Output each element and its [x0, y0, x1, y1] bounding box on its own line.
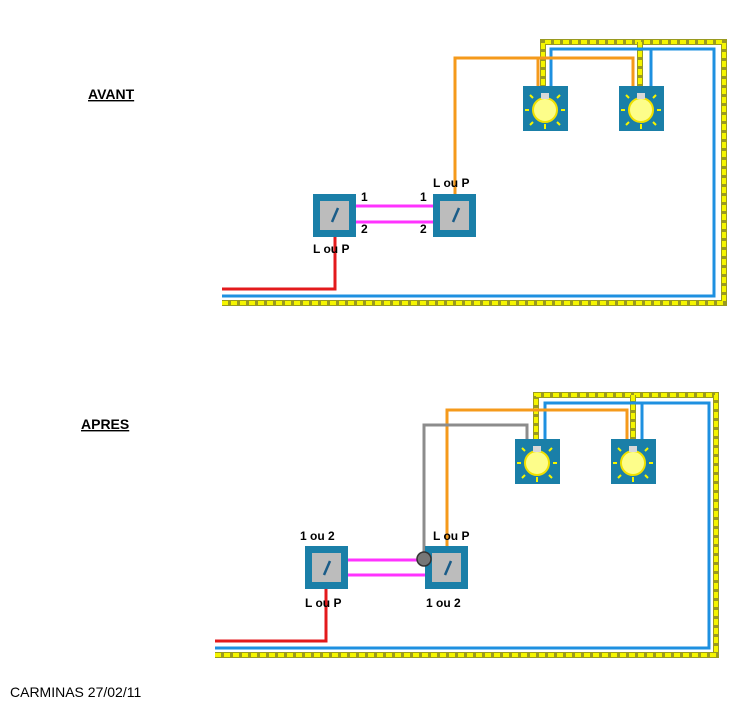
- avant-lamp-1: [523, 86, 568, 131]
- lamp-icon: [613, 446, 653, 482]
- apres-grey-wire: [422, 423, 529, 557]
- avant-traveler-wires: [355, 204, 433, 224]
- avant-switch-left: [313, 194, 356, 237]
- avant-terminal-2-right: 2: [420, 222, 427, 236]
- lamp-icon: [517, 446, 557, 482]
- avant-neutral-wire: [222, 47, 716, 298]
- lamp-icon: [525, 93, 565, 129]
- avant-lamp-2: [619, 86, 664, 131]
- avant-terminal-1-left: 1: [361, 190, 368, 204]
- apres-switch-left-bottom-label: L ou P: [305, 596, 341, 610]
- apres-switch-right-bottom-label: 1 ou 2: [426, 596, 461, 610]
- apres-section: APRES 1 ou 2: [81, 392, 719, 658]
- avant-terminal-2-left: 2: [361, 222, 368, 236]
- junction-dot-icon: [416, 551, 432, 567]
- avant-earth-wire: [222, 39, 727, 306]
- avant-title: AVANT: [88, 86, 135, 102]
- avant-switch-left-label: L ou P: [313, 242, 349, 256]
- avant-section: AVANT 1 2 1 2: [88, 39, 727, 306]
- apres-switch-right-top-label: L ou P: [433, 529, 469, 543]
- avant-return-wire: [453, 56, 635, 208]
- author-signature: CARMINAS 27/02/11: [10, 684, 141, 700]
- apres-neutral-wire: [215, 401, 711, 650]
- apres-switch-left: [305, 546, 348, 589]
- avant-terminal-1-right: 1: [420, 190, 427, 204]
- lamp-icon: [621, 93, 661, 129]
- apres-lamp-1: [515, 439, 560, 484]
- apres-phase-wire: [215, 575, 328, 643]
- apres-title: APRES: [81, 416, 129, 432]
- avant-phase-wire: [222, 222, 337, 291]
- apres-lamp-2: [611, 439, 656, 484]
- apres-switch-left-top-label: 1 ou 2: [300, 529, 335, 543]
- avant-switch-right: [433, 194, 476, 237]
- avant-switch-right-label: L ou P: [433, 176, 469, 190]
- apres-switch-right: [425, 546, 468, 589]
- apres-return-wire: [445, 408, 629, 560]
